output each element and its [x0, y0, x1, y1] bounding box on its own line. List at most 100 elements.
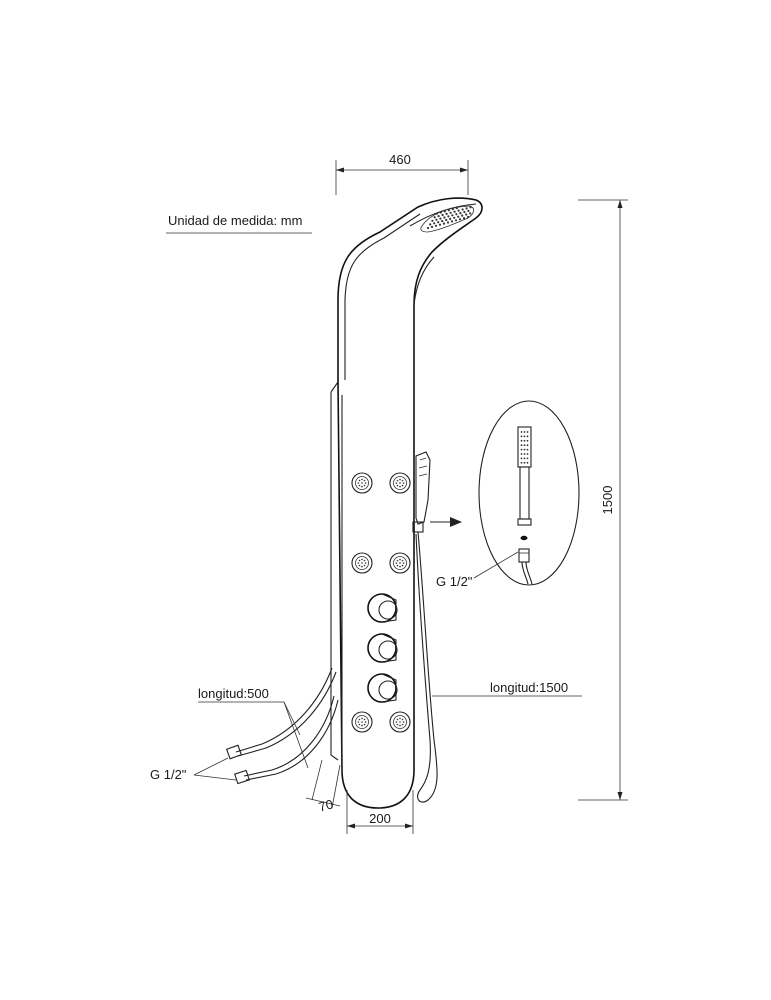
- nozzle-dot: [523, 453, 526, 455]
- nozzle-dot: [453, 210, 456, 213]
- nozzle-dot: [439, 217, 442, 220]
- nozzle-dot: [526, 444, 529, 447]
- nozzle-dot: [399, 565, 401, 568]
- nozzle-dot: [401, 484, 404, 487]
- nozzle-dot: [454, 219, 458, 222]
- inlet-nut-upper: [225, 744, 243, 760]
- handshower-thread-label: G 1/2": [436, 574, 473, 589]
- nozzle-dot: [467, 209, 470, 212]
- nozzle-dot: [437, 221, 440, 224]
- nozzle-dot: [434, 224, 438, 227]
- nozzle-dot: [526, 435, 529, 438]
- nozzle-dot: [449, 217, 452, 220]
- control-knobs: [367, 593, 398, 703]
- nozzle-dot: [451, 214, 454, 217]
- nozzle-dot: [399, 717, 401, 720]
- body-jet-middle-right: [389, 552, 411, 574]
- inlet-hoses: [225, 667, 339, 785]
- dimension-depth: 70: [305, 759, 341, 815]
- nozzle-dot: [442, 222, 446, 225]
- nozzle-dot: [520, 457, 523, 460]
- nozzle-dot: [396, 479, 399, 482]
- nozzle-dot: [431, 219, 434, 222]
- nozzle-dot: [433, 222, 436, 225]
- nozzle-dot: [396, 484, 399, 487]
- rain-shower-head: [420, 205, 474, 233]
- nozzle-dot: [455, 207, 458, 210]
- nozzle-dot: [457, 215, 460, 218]
- nozzle-dot: [437, 215, 440, 218]
- nozzle-dot: [363, 559, 366, 562]
- nozzle-dot: [455, 213, 458, 216]
- nozzle-dot: [523, 448, 526, 451]
- inlet-length-callout: longitud:500: [198, 686, 309, 769]
- nozzle-dot: [441, 220, 444, 223]
- nozzle-dot: [435, 218, 438, 221]
- knob-middle: [367, 633, 398, 663]
- nozzle-dot: [396, 718, 399, 721]
- nozzle-dot: [526, 448, 529, 451]
- nozzle-dot: [430, 225, 434, 228]
- nozzle-dot: [361, 482, 363, 484]
- inlet-length-label: longitud:500: [198, 686, 269, 701]
- dimension-height: 1500: [578, 199, 628, 801]
- body-jet-upper-right: [389, 472, 411, 494]
- nozzle-dot: [451, 208, 454, 211]
- nozzle-dot: [358, 564, 361, 567]
- nozzle-dot: [445, 218, 448, 222]
- body-jet-middle-left: [351, 552, 373, 574]
- nozzle-dot: [457, 209, 460, 212]
- body-jets: [351, 472, 411, 733]
- body-jet-upper-left: [351, 472, 373, 494]
- nozzle-dot: [426, 226, 430, 230]
- hand-shower-on-panel: [412, 451, 431, 533]
- nozzle-dot: [396, 564, 399, 567]
- nozzle-dot: [361, 721, 363, 723]
- nozzle-dot: [520, 461, 523, 464]
- nozzle-dot: [401, 723, 404, 726]
- nozzle-dot: [461, 214, 464, 217]
- nozzle-dot: [445, 212, 448, 215]
- nozzle-dot: [402, 721, 405, 723]
- body-jet-lower-right: [389, 711, 411, 733]
- nozzle-dot: [523, 444, 526, 447]
- jet-nozzle-dots: [357, 478, 405, 727]
- inlet-thread-callout: G 1/2": [150, 757, 237, 782]
- nozzle-dot: [443, 216, 446, 219]
- nozzle-dot: [363, 479, 366, 482]
- nozzle-dot: [361, 478, 363, 481]
- inlet-thread-label: G 1/2": [150, 767, 187, 782]
- nozzle-dot: [465, 207, 468, 210]
- nozzle-dot: [526, 453, 529, 455]
- nozzle-dot: [439, 211, 442, 214]
- nozzle-dot: [361, 558, 363, 561]
- hose-length-callout: longitud:1500: [432, 680, 582, 697]
- nozzle-dot: [364, 482, 367, 484]
- nozzle-dot: [357, 721, 360, 723]
- hand-shower-hose: [415, 531, 438, 803]
- nozzle-dot: [469, 206, 472, 209]
- nozzle-dot: [523, 435, 526, 438]
- nozzle-dot: [364, 562, 367, 564]
- nozzle-dot: [520, 444, 523, 447]
- nozzle-dot: [361, 724, 363, 727]
- nozzle-dot: [395, 562, 398, 564]
- nozzle-dot: [441, 213, 444, 217]
- nozzle-dot: [465, 213, 468, 216]
- nozzle-dot: [358, 559, 361, 562]
- nozzle-dot: [523, 439, 526, 442]
- nozzle-dot: [447, 209, 450, 212]
- nozzle-dot: [461, 208, 464, 211]
- units-note: Unidad de medida: mm: [166, 213, 312, 234]
- nozzle-dot: [401, 564, 404, 567]
- inlet-nut-lower: [234, 769, 250, 785]
- nozzle-dot: [363, 564, 366, 567]
- nozzle-dot: [520, 431, 523, 433]
- nozzle-dot: [443, 210, 446, 213]
- nozzle-dot: [396, 559, 399, 562]
- nozzle-dot: [462, 217, 466, 220]
- body-jet-lower-left: [351, 711, 373, 733]
- knob-upper: [367, 593, 398, 623]
- nozzle-dot: [429, 223, 432, 226]
- nozzle-dot: [357, 482, 360, 484]
